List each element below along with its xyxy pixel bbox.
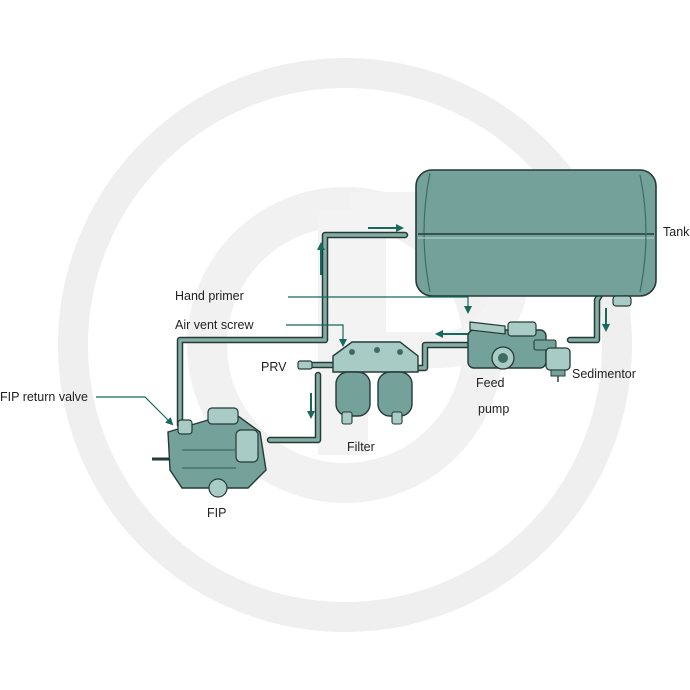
label-sedimentor: Sedimentor [572, 367, 636, 381]
pressure-relief-valve [297, 360, 313, 370]
tank [415, 169, 657, 307]
fuel-injection-pump [152, 407, 267, 498]
fuel-filter [332, 341, 419, 425]
fip-return-valve [177, 419, 193, 435]
hand-primer-lever [469, 321, 506, 335]
fuel-pipes [176, 231, 604, 444]
label-fip-return-valve: FIP return valve [0, 390, 88, 404]
label-feed-pump-line2: pump [478, 402, 509, 416]
label-fip: FIP [207, 506, 226, 520]
label-prv: PRV [261, 360, 287, 374]
flow-arrows [307, 224, 610, 419]
leader-lines [96, 296, 472, 426]
label-tank: Tank [663, 225, 690, 239]
label-feed-pump-line1: Feed [476, 376, 505, 390]
label-filter: Filter [347, 440, 375, 454]
label-hand-primer: Hand primer [175, 289, 244, 303]
sedimentor [545, 347, 571, 382]
label-air-vent-screw: Air vent screw [175, 318, 254, 332]
feed-pump [467, 321, 557, 370]
